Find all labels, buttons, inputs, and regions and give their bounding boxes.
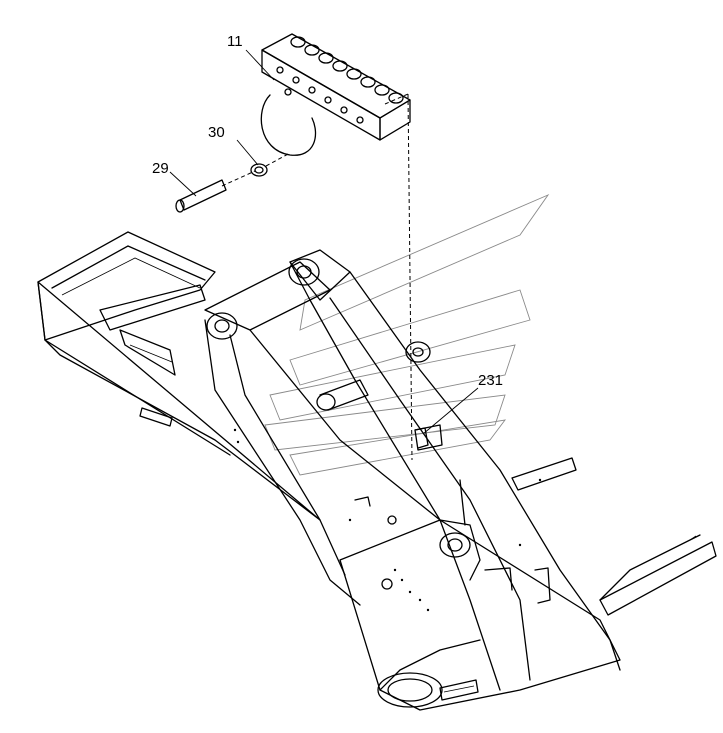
callout-30: 30	[208, 124, 225, 141]
rivet-holes	[233, 428, 542, 612]
callout-29: 29	[152, 160, 169, 177]
assembly-lines	[221, 93, 413, 461]
bolt-part	[175, 179, 227, 213]
bracket-part	[414, 427, 429, 449]
leader-lines	[169, 49, 479, 435]
boom-frame-assembly	[37, 231, 717, 711]
callout-11: 11	[227, 33, 243, 50]
valve-ports	[276, 36, 404, 124]
washer-part	[250, 163, 268, 177]
valve-block-part	[260, 33, 411, 156]
watermark-logo	[264, 193, 550, 476]
callout-231: 231	[478, 372, 503, 389]
